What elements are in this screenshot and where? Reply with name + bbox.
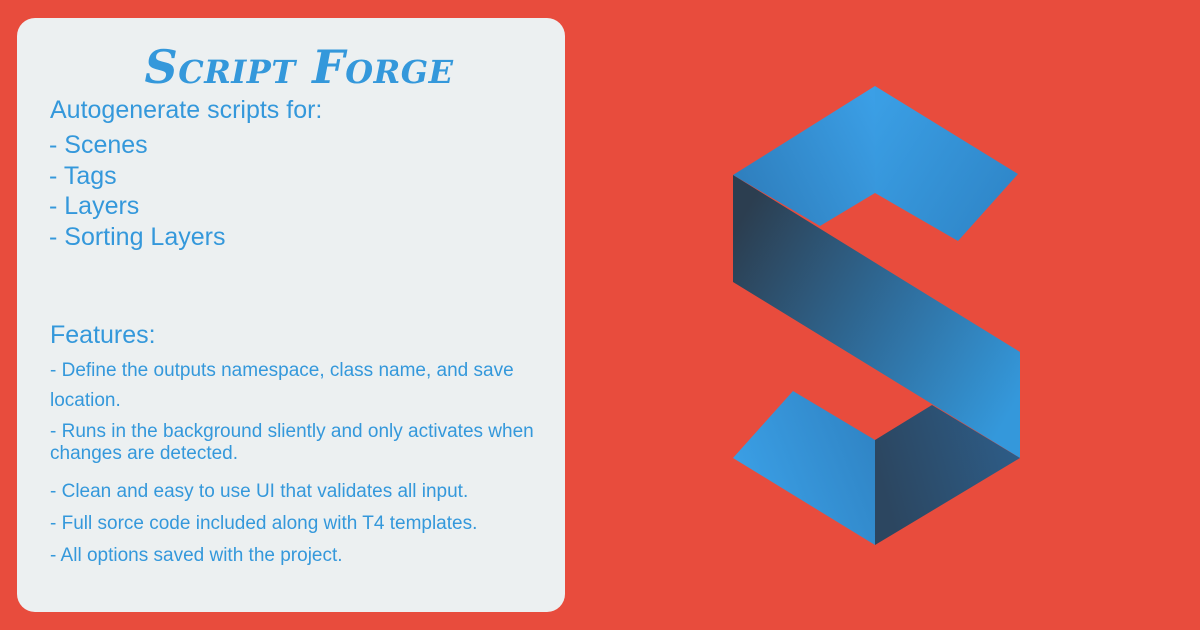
logo-top-left-face (733, 86, 875, 226)
list-item: - Scenes (49, 131, 148, 159)
list-item: - Layers (49, 192, 140, 220)
list-item: - Runs in the background sliently and on… (50, 421, 534, 464)
autogenerate-list: - Scenes - Tags - Layers - Sorting Layer… (49, 130, 225, 252)
product-title: Script Forge (144, 40, 454, 94)
list-item: - Full sorce code included along with T4… (50, 513, 478, 534)
info-card: Script Forge Autogenerate scripts for: -… (17, 18, 565, 612)
list-item: - Define the outputs namespace, class na… (50, 360, 514, 411)
logo-bottom-right-face (875, 405, 1020, 545)
autogenerate-heading: Autogenerate scripts for: (50, 96, 323, 124)
list-item: - All options saved with the project. (50, 545, 343, 566)
logo-diagonal-band (733, 175, 1020, 458)
features-list: - Define the outputs namespace, class na… (50, 356, 560, 573)
features-heading: Features: (50, 321, 156, 349)
list-item: - Clean and easy to use UI that validate… (50, 481, 469, 502)
logo-bottom-left-face (733, 391, 875, 545)
list-item: - Sorting Layers (49, 222, 226, 251)
logo-top-right-face (875, 86, 1018, 241)
list-item: - Tags (49, 161, 117, 190)
